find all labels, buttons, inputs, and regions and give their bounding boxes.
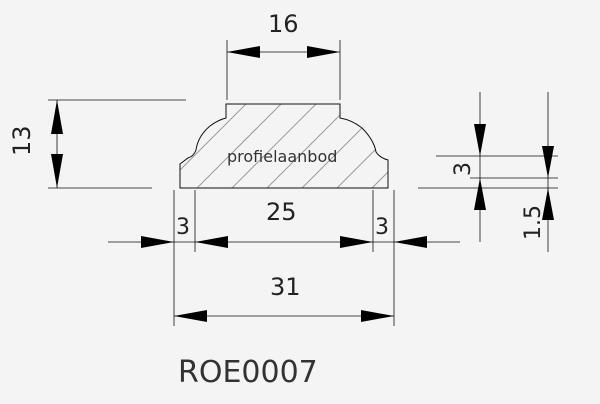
bottom-width-label: 25 [266, 198, 297, 226]
height-dimension: 13 [8, 99, 186, 189]
left-step-label: 3 [176, 215, 190, 240]
arrow-down-icon [542, 146, 554, 178]
top-width-label: 16 [268, 10, 299, 38]
arrow-left-icon [174, 310, 207, 322]
profile-section: profielaanbod [179, 103, 389, 189]
arrow-down-icon [51, 154, 63, 188]
height-label: 13 [8, 125, 36, 156]
arrow-right-icon [141, 236, 174, 248]
total-width-label: 31 [270, 273, 301, 301]
watermark-text: profielaanbod [227, 147, 337, 166]
arrow-up-icon [51, 100, 63, 134]
step-dimensions: 3 25 3 [108, 190, 460, 326]
arrow-left-icon [394, 236, 427, 248]
profile-outline [179, 103, 389, 189]
arrow-up-icon [474, 178, 486, 210]
arrow-left-icon [227, 46, 260, 58]
top-width-dimension: 16 [226, 10, 341, 100]
side-height-dimensions: 3 1.5 [418, 92, 558, 252]
arrow-down-icon [474, 124, 486, 156]
total-width-dimension: 31 [174, 273, 394, 322]
arrow-up-icon [542, 188, 554, 220]
profile-code: ROE0007 [178, 355, 318, 390]
arrow-left-icon [195, 236, 228, 248]
right-step-label: 3 [375, 215, 389, 240]
base-height-label: 1.5 [521, 205, 546, 240]
arrow-right-icon [340, 236, 373, 248]
arrow-right-icon [307, 46, 340, 58]
arrow-right-icon [361, 310, 394, 322]
step-height-label: 3 [451, 162, 476, 176]
